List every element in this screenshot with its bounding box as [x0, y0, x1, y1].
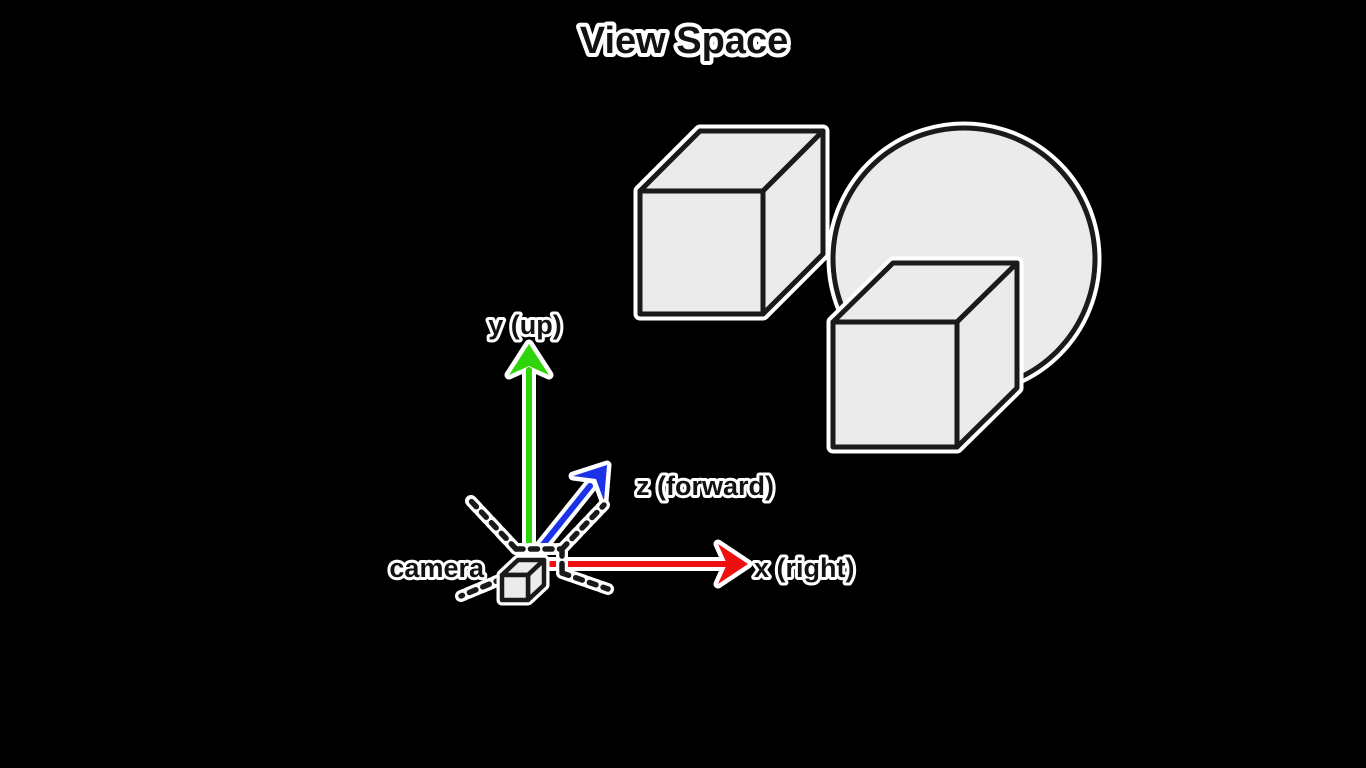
cube-front-face — [830, 319, 960, 450]
camera-front-face — [499, 572, 531, 603]
camera-label: camera — [389, 553, 485, 583]
y-axis-label: y (up) — [488, 310, 562, 340]
frustum-ray-upright — [559, 502, 607, 552]
x-axis-arrowhead — [718, 544, 748, 584]
frustum-ray-downright — [559, 570, 611, 592]
y-axis-arrowhead — [509, 344, 549, 375]
x-axis-label: x (right) — [754, 553, 855, 583]
camera-icon — [496, 554, 550, 606]
camera-frustum-dashes — [455, 495, 614, 602]
z-axis-arrowhead — [573, 465, 607, 501]
frustum-ray-downleft — [458, 570, 519, 599]
frustum-ray-upleft — [468, 498, 519, 552]
y-axis-arrow — [504, 339, 554, 565]
cube-front-face — [637, 188, 766, 317]
cube-back-left — [633, 124, 830, 321]
z-axis-label: z (forward) — [636, 471, 774, 501]
cube-front-right — [826, 256, 1024, 454]
page-title: View Space — [580, 20, 788, 62]
x-axis-arrow — [535, 539, 753, 589]
